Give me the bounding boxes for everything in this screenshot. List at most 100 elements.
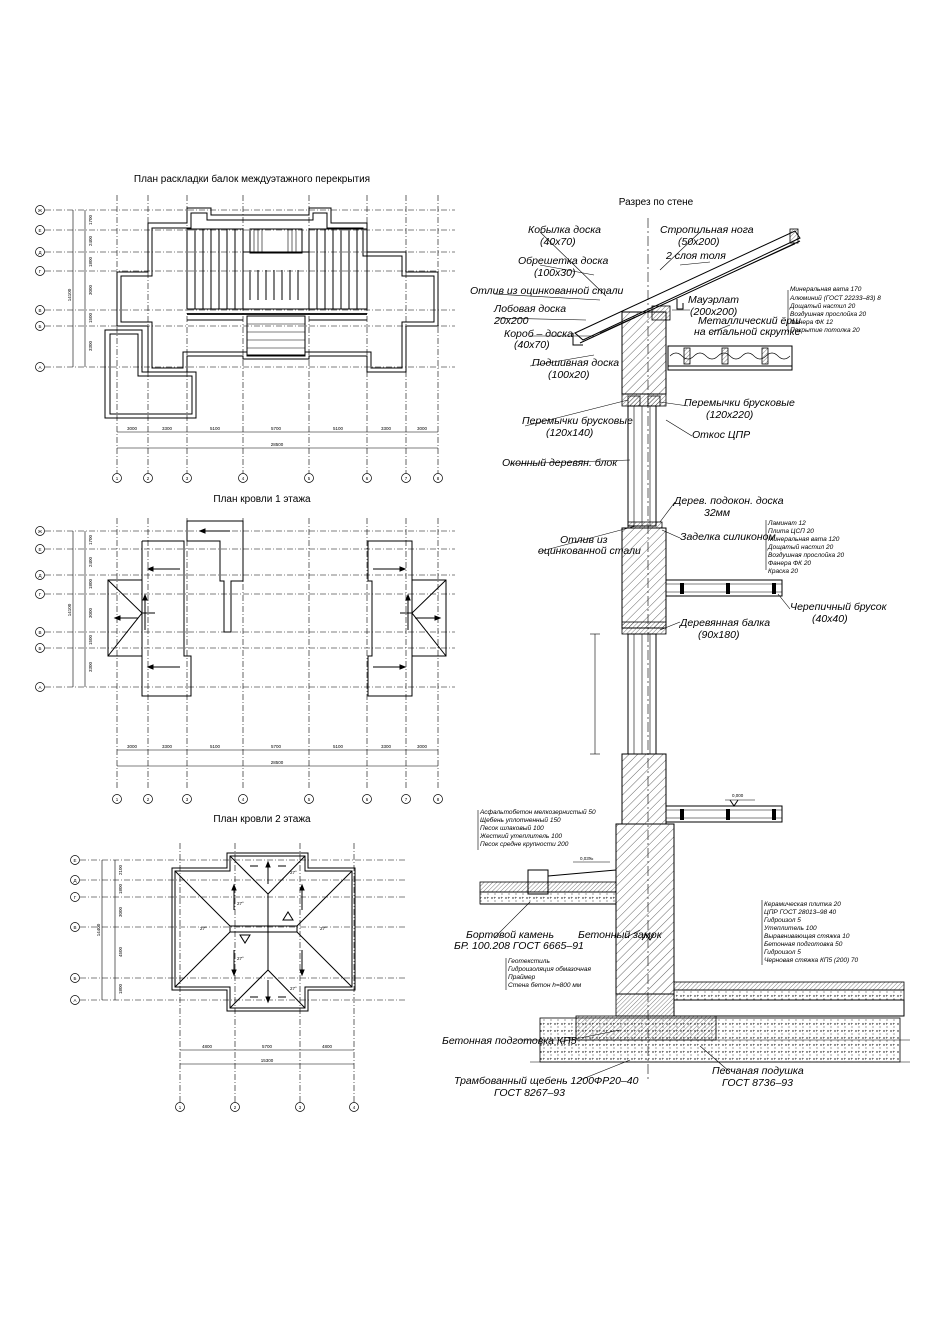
dim: 3000 xyxy=(127,744,138,749)
plan-roof-1-axis-bubbles: Ж Е Д Г В Б А xyxy=(35,526,45,692)
svg-text:Фанера ФК 12: Фанера ФК 12 xyxy=(790,319,833,326)
layers-ground: Керамическая плитка 20 ЦПР ГОСТ 28013–98… xyxy=(761,900,859,965)
svg-text:Г: Г xyxy=(39,592,42,597)
callout-mauerlat-size: (200х200) xyxy=(690,306,737,318)
callout-stropilnaya: Стропильная нога xyxy=(660,224,754,236)
plan-roof-1-axis-bubbles-bottom: 1 2 3 4 5 6 7 8 xyxy=(112,794,443,804)
dim: 4800 xyxy=(322,1044,333,1049)
svg-text:А: А xyxy=(38,365,41,370)
dim: 3000 xyxy=(88,284,93,295)
svg-text:Б: Б xyxy=(39,324,42,329)
dim: 3000 xyxy=(417,744,428,749)
wall-lower xyxy=(621,753,667,825)
dim: 3300 xyxy=(381,426,392,431)
slope-label: 27° xyxy=(237,956,244,961)
svg-text:Стена бетон h=800 мм: Стена бетон h=800 мм xyxy=(508,981,582,989)
plan-beams-dim-total-h: 28500 xyxy=(271,442,284,447)
callout-korob: Короб – доска xyxy=(504,328,573,340)
svg-text:Гидроизол 5: Гидроизол 5 xyxy=(764,948,801,956)
plan-roof-2-title: План кровли 2 этажа xyxy=(213,814,311,825)
callout-cherepichny: Черепичный брусок xyxy=(790,601,888,613)
svg-text:Е: Е xyxy=(73,858,76,863)
dim: 2400 xyxy=(88,556,93,567)
callout-lobovaya-size: 20х200 xyxy=(493,315,529,327)
dim: 5100 xyxy=(333,426,344,431)
plan-roof-2-axis-bubbles: Е Д Г В Б А xyxy=(70,855,80,1005)
dim: 1700 xyxy=(88,534,93,545)
svg-text:Воздушная прослойка 20: Воздушная прослойка 20 xyxy=(768,551,845,559)
dim: 1800 xyxy=(118,883,123,894)
wall-section: Разрез по стене xyxy=(442,197,910,1099)
svg-text:В: В xyxy=(38,308,41,313)
slope-mark: 0,03‰ xyxy=(580,856,594,861)
svg-text:Минеральная вата 170: Минеральная вата 170 xyxy=(790,286,862,293)
callout-obreshetka: Обрешетка доска xyxy=(518,255,609,267)
wall-middle xyxy=(621,527,667,629)
svg-text:В: В xyxy=(38,630,41,635)
dim: 3000 xyxy=(88,607,93,618)
svg-text:4: 4 xyxy=(242,797,245,802)
svg-text:Керамическая плитка 20: Керамическая плитка 20 xyxy=(764,901,841,908)
svg-text:4: 4 xyxy=(353,1105,356,1110)
svg-text:Бетонная подготовка 50: Бетонная подготовка 50 xyxy=(764,940,843,948)
svg-text:Гидроизоляция обмазочная: Гидроизоляция обмазочная xyxy=(508,965,591,973)
slope-label: 27° xyxy=(290,986,297,991)
callout-otliv-top: Отлив из оцинкованной стали xyxy=(470,285,624,297)
svg-text:Гидроизол 5: Гидроизол 5 xyxy=(764,916,801,924)
svg-text:4: 4 xyxy=(242,476,245,481)
callout-peremychki-1: Перемычки брусковые xyxy=(522,415,633,427)
section-title: Разрез по стене xyxy=(619,197,694,208)
svg-text:Плита ЦСП 20: Плита ЦСП 20 xyxy=(768,528,814,535)
svg-text:8: 8 xyxy=(437,797,440,802)
callout-otkos: Откос ЦПР xyxy=(692,429,750,441)
svg-text:Д: Д xyxy=(73,878,76,883)
svg-text:6: 6 xyxy=(366,797,369,802)
dim: 3000 xyxy=(417,426,428,431)
svg-text:Г: Г xyxy=(74,895,77,900)
plan-beams-dim-total-v: 14100 xyxy=(67,288,72,301)
callout-balka-size: (90х180) xyxy=(698,629,739,641)
svg-text:Б: Б xyxy=(39,646,42,651)
svg-text:3: 3 xyxy=(186,797,189,802)
dim: 15300 xyxy=(261,1058,274,1063)
dim: 4800 xyxy=(202,1044,213,1049)
svg-text:Выравнивающая стяжка 10: Выравнивающая стяжка 10 xyxy=(764,933,850,940)
callout-podshivnaya: Подшивная доска xyxy=(532,357,619,369)
svg-text:Асфальтобетон мелкозернистый 5: Асфальтобетон мелкозернистый 50 xyxy=(479,808,596,816)
svg-text:Утеплитель 100: Утеплитель 100 xyxy=(763,925,817,932)
svg-text:1: 1 xyxy=(116,476,119,481)
wall-upper xyxy=(621,311,667,395)
callout-peremychki-1-size: (120х140) xyxy=(546,427,593,439)
svg-text:5: 5 xyxy=(308,797,311,802)
slope-label: 27° xyxy=(200,926,207,931)
callout-pesok: Песчаная подушка xyxy=(712,1065,804,1077)
svg-text:Ж: Ж xyxy=(38,529,43,534)
svg-text:Минеральная вата 120: Минеральная вата 120 xyxy=(768,536,840,543)
svg-text:2: 2 xyxy=(147,476,150,481)
dim: 3300 xyxy=(162,426,173,431)
callout-podokon: Дерев. подокон. доска xyxy=(673,495,784,507)
dim: 4500 xyxy=(118,946,123,957)
svg-text:Е: Е xyxy=(38,228,41,233)
svg-text:Ламинат 12: Ламинат 12 xyxy=(767,520,806,527)
svg-text:Покрытие потолка 20: Покрытие потолка 20 xyxy=(790,327,860,334)
svg-text:Б: Б xyxy=(74,976,77,981)
plan-roof-2: План кровли 2 этажа xyxy=(70,814,405,1112)
svg-text:Краска 20: Краска 20 xyxy=(768,568,798,575)
layers-floor: Ламинат 12 Плита ЦСП 20 Минеральная вата… xyxy=(765,520,845,575)
svg-text:1: 1 xyxy=(116,797,119,802)
svg-text:8: 8 xyxy=(437,476,440,481)
callout-podokon-size: 32мм xyxy=(704,507,730,519)
callout-bortovoy-gost: БР. 100.208 ГОСТ 6665–91 xyxy=(454,940,584,952)
svg-text:Д: Д xyxy=(38,573,41,578)
elevation-mark: 0,000 xyxy=(732,793,744,798)
svg-text:Ж: Ж xyxy=(38,208,43,213)
dim: 14400 xyxy=(96,923,101,936)
callout-shheben-gost: ГОСТ 8267–93 xyxy=(494,1087,565,1099)
callout-ersh-wire: на стальной скрутке xyxy=(694,326,801,338)
layers-pavement: Асфальтобетон мелкозернистый 50 Щебень у… xyxy=(477,808,596,850)
callout-pesok-gost: ГОСТ 8736–93 xyxy=(722,1077,793,1089)
dim: 1500 xyxy=(88,312,93,323)
svg-text:А: А xyxy=(38,685,41,690)
